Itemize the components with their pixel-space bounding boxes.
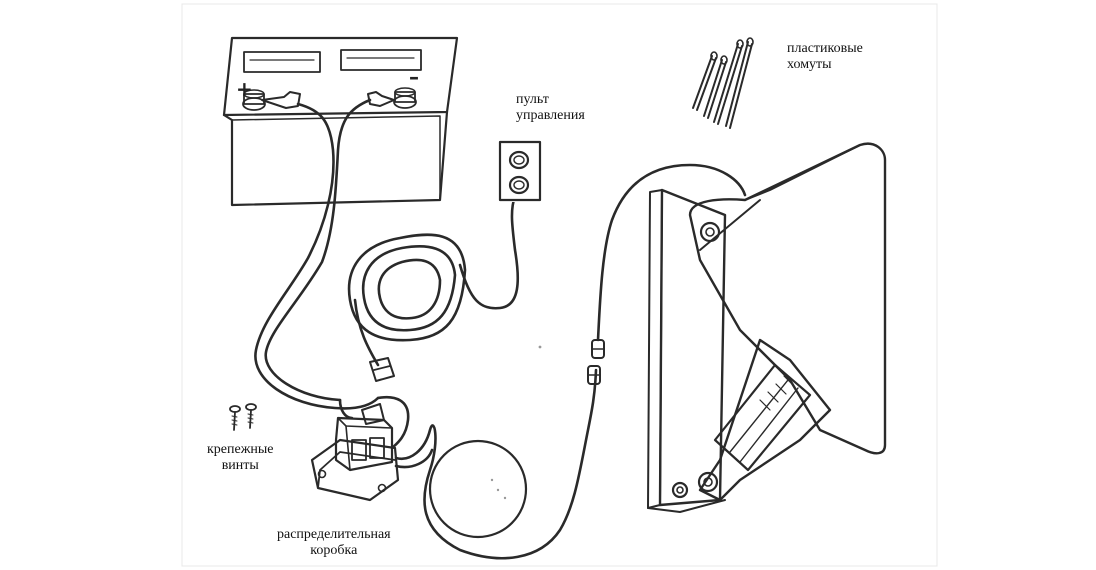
label-plastic-ties: пластиковые хомуты [787,41,863,72]
remote-control [498,140,544,202]
mounting-screws [229,403,257,431]
plastic-cable-ties [692,37,754,129]
inline-connector-upper [591,339,605,359]
label-remote-control: пульт управления [516,92,585,123]
battery-negative-terminal [393,87,417,109]
power-cables [254,98,380,410]
battery-plus-sign: + [236,77,253,101]
battery: + – [222,36,459,207]
battery-minus-sign: – [409,65,419,89]
inline-connector-lower [587,365,601,385]
junction-box [310,368,598,560]
cable-coil [347,194,520,367]
label-junction-box: распределительная коробка [277,527,391,558]
cable-connector [369,357,395,382]
label-mounting-screws: крепежные винты [207,442,274,473]
motor-mount-bracket [647,142,887,513]
